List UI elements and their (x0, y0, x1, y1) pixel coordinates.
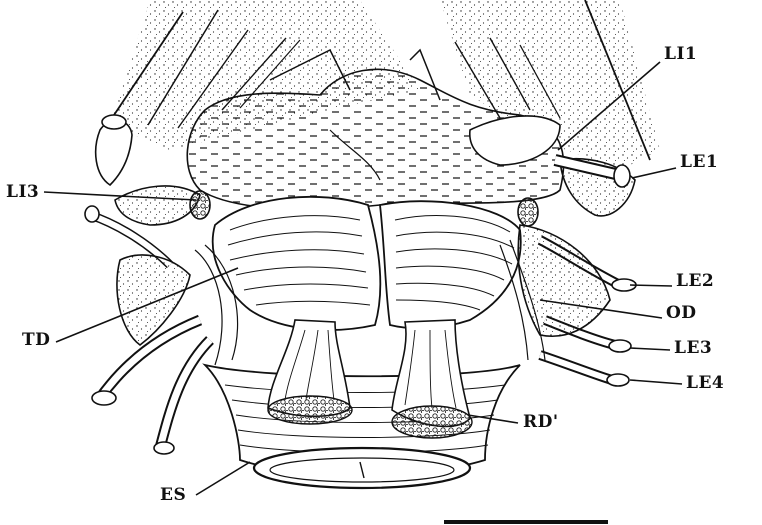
label-li1: LI1 (664, 44, 697, 64)
label-le2: LE2 (676, 271, 714, 291)
label-le3: LE3 (674, 338, 712, 358)
label-le1: LE1 (680, 152, 718, 172)
dilator-lobes (213, 197, 521, 330)
pharynx-body (205, 365, 520, 488)
label-es: ES (160, 485, 186, 505)
label-rd: RD' (523, 412, 559, 432)
label-od: OD (666, 303, 697, 323)
label-li3: LI3 (6, 182, 39, 202)
label-le4: LE4 (686, 373, 724, 393)
label-td: TD (22, 330, 50, 350)
